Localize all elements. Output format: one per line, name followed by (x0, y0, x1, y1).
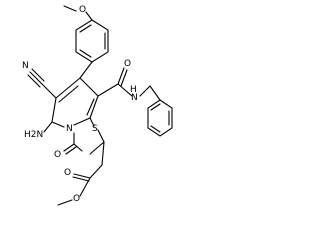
benzyl-ring (147, 85, 173, 137)
ring-nitrogen-label: N (66, 124, 73, 134)
amide-group (97, 67, 151, 97)
structure-diagram: O N O H N H2N N S O O O (22, 5, 173, 206)
pyridine-ring (51, 77, 99, 128)
amino-bond (43, 121, 53, 133)
ester-side-chain (57, 141, 105, 206)
amino-group-label: H2N (24, 130, 43, 140)
amide-nitrogen-label: N (131, 93, 138, 103)
methoxy-oxygen-label: O (79, 5, 86, 15)
methoxy-group (63, 5, 93, 21)
cyano-nitrogen-label: N (22, 61, 29, 71)
amide-oxygen-label: O (124, 59, 131, 69)
ester-oxygen-label: O (73, 194, 80, 204)
atom-labels: O N O H N H2N N S O O O (22, 5, 138, 204)
molecule-canvas: O N O H N H2N N S O O O (0, 0, 177, 207)
lactam-oxygen-label: O (54, 150, 61, 160)
aryl-bond (79, 61, 93, 79)
lactam-carbonyl (63, 143, 77, 155)
cyano-group (27, 68, 57, 99)
ester-carbonyl-oxygen-label: O (64, 168, 71, 178)
methoxyphenyl-ring (75, 19, 109, 63)
ring-sulfur-label: S (92, 124, 98, 134)
amide-hydrogen-label: H (130, 85, 137, 95)
thiazolidine-ring (73, 117, 105, 155)
